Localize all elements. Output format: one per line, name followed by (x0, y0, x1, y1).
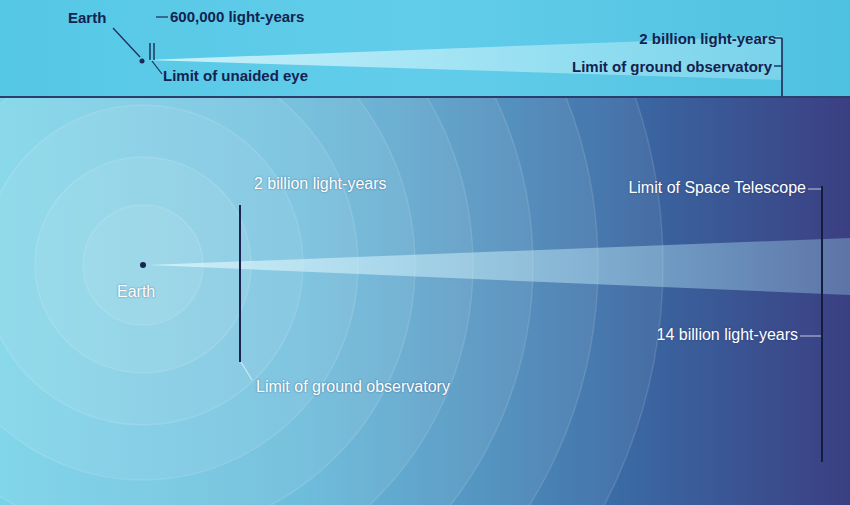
limit-label: Limit of ground observatory (256, 378, 450, 396)
space-limit-line (821, 186, 823, 462)
earth-dot (140, 59, 145, 64)
distance-label: 600,000 light-years (170, 8, 304, 25)
limit-label: Limit of unaided eye (163, 67, 308, 84)
leader-line (113, 28, 140, 57)
top-panel (0, 0, 850, 97)
limit-label: Limit of ground observatory (572, 58, 772, 75)
earth-dot (140, 262, 146, 268)
limit-label: Limit of Space Telescope (628, 179, 806, 197)
limit-bracket (781, 38, 783, 97)
distance-label: 14 billion light-years (657, 326, 798, 344)
telescope-beam (148, 238, 850, 295)
light-rings (0, 98, 663, 505)
distance-label: 2 billion light-years (254, 175, 387, 193)
ground-limit-line (239, 205, 241, 362)
earth-label: Earth (68, 9, 106, 26)
distance-label: 2 billion light-years (639, 30, 776, 47)
earth-label: Earth (117, 283, 155, 301)
